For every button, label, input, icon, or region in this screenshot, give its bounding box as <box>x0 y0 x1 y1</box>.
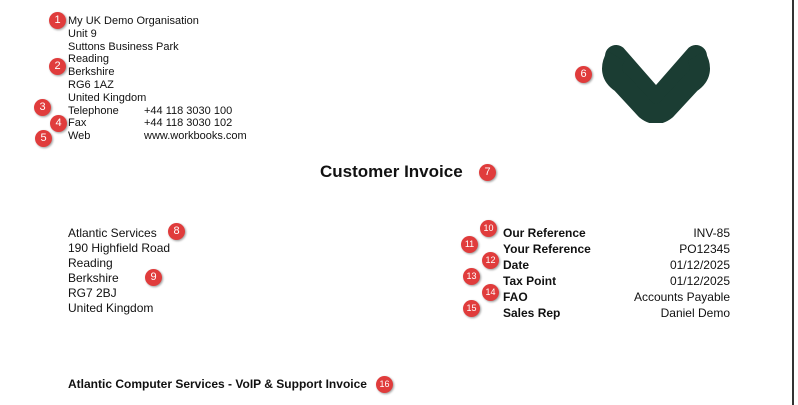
web-label: Web <box>68 130 91 143</box>
fax-label: Fax <box>68 117 87 130</box>
org-address-line: United Kingdom <box>68 91 147 104</box>
org-telephone: Telephone +44 118 3030 100 <box>68 105 247 118</box>
detail-value: Accounts Payable <box>633 290 730 304</box>
detail-row: Date 01/12/2025 <box>503 257 730 273</box>
organisation-address: My UK Demo Organisation Unit 9 Suttons B… <box>68 15 247 143</box>
detail-label: Date <box>503 258 530 272</box>
annotation-badge: 15 <box>463 300 480 317</box>
detail-row: Tax Point 01/12/2025 <box>503 273 730 289</box>
detail-row: Your Reference PO12345 <box>503 241 730 257</box>
annotation-badge: 16 <box>376 376 393 393</box>
detail-value: 01/12/2025 <box>669 274 730 288</box>
detail-row: Sales Rep Daniel Demo <box>503 305 730 321</box>
telephone-value: +44 118 3030 100 <box>144 104 233 117</box>
customer-address-line: RG7 2BJ <box>68 286 117 300</box>
annotation-badge: 11 <box>461 236 478 253</box>
annotation-badge: 13 <box>463 268 480 285</box>
annotation-badge: 9 <box>145 269 162 286</box>
detail-value: INV-85 <box>693 226 730 240</box>
invoice-details: Our Reference INV-85 Your Reference PO1234… <box>503 225 730 321</box>
annotation-badge: 14 <box>482 284 499 301</box>
annotation-badge: 5 <box>35 130 52 147</box>
org-web: Web www.workbooks.com <box>68 130 247 143</box>
org-address-line: RG6 1AZ <box>68 78 114 91</box>
detail-value: PO12345 <box>679 242 730 256</box>
invoice-subject: Atlantic Computer Services - VoIP & Supp… <box>68 377 367 391</box>
annotation-badge: 4 <box>50 115 67 132</box>
customer-address-line: Berkshire <box>68 271 119 285</box>
annotation-badge: 6 <box>575 66 592 83</box>
page-border <box>792 0 794 405</box>
detail-row: Our Reference INV-85 <box>503 225 730 241</box>
fax-value: +44 118 3030 102 <box>144 117 233 130</box>
org-address-line: Suttons Business Park <box>68 40 179 53</box>
page-title: Customer Invoice <box>320 162 463 181</box>
org-address-line: Unit 9 <box>68 27 97 40</box>
detail-row: FAO Accounts Payable <box>503 289 730 305</box>
detail-label: Tax Point <box>503 274 557 288</box>
org-address-line: Reading <box>68 53 109 66</box>
telephone-label: Telephone <box>68 104 119 117</box>
annotation-badge: 1 <box>49 12 66 29</box>
customer-address-line: 190 Highfield Road <box>68 241 171 255</box>
detail-value: Daniel Demo <box>660 306 730 320</box>
detail-label: Our Reference <box>503 226 586 240</box>
org-address-line: Berkshire <box>68 66 115 79</box>
customer-address-line: Reading <box>68 256 113 270</box>
detail-label: FAO <box>503 290 528 304</box>
annotation-badge: 12 <box>482 252 499 269</box>
customer-address-line: Atlantic Services <box>68 226 157 240</box>
company-logo <box>602 45 710 123</box>
annotation-badge: 2 <box>49 58 66 75</box>
annotation-badge: 3 <box>34 99 51 116</box>
org-address-line: My UK Demo Organisation <box>68 15 199 27</box>
customer-address-line: United Kingdom <box>68 301 154 315</box>
web-link[interactable]: www.workbooks.com <box>144 130 247 143</box>
annotation-badge: 7 <box>479 164 496 181</box>
annotation-badge: 8 <box>168 223 185 240</box>
customer-address: Atlantic Services 190 Highfield Road Rea… <box>68 226 170 316</box>
detail-label: Sales Rep <box>503 306 561 320</box>
org-fax: Fax +44 118 3030 102 <box>68 117 247 130</box>
annotation-badge: 10 <box>480 220 497 237</box>
detail-value: 01/12/2025 <box>669 258 730 272</box>
detail-label: Your Reference <box>503 242 591 256</box>
